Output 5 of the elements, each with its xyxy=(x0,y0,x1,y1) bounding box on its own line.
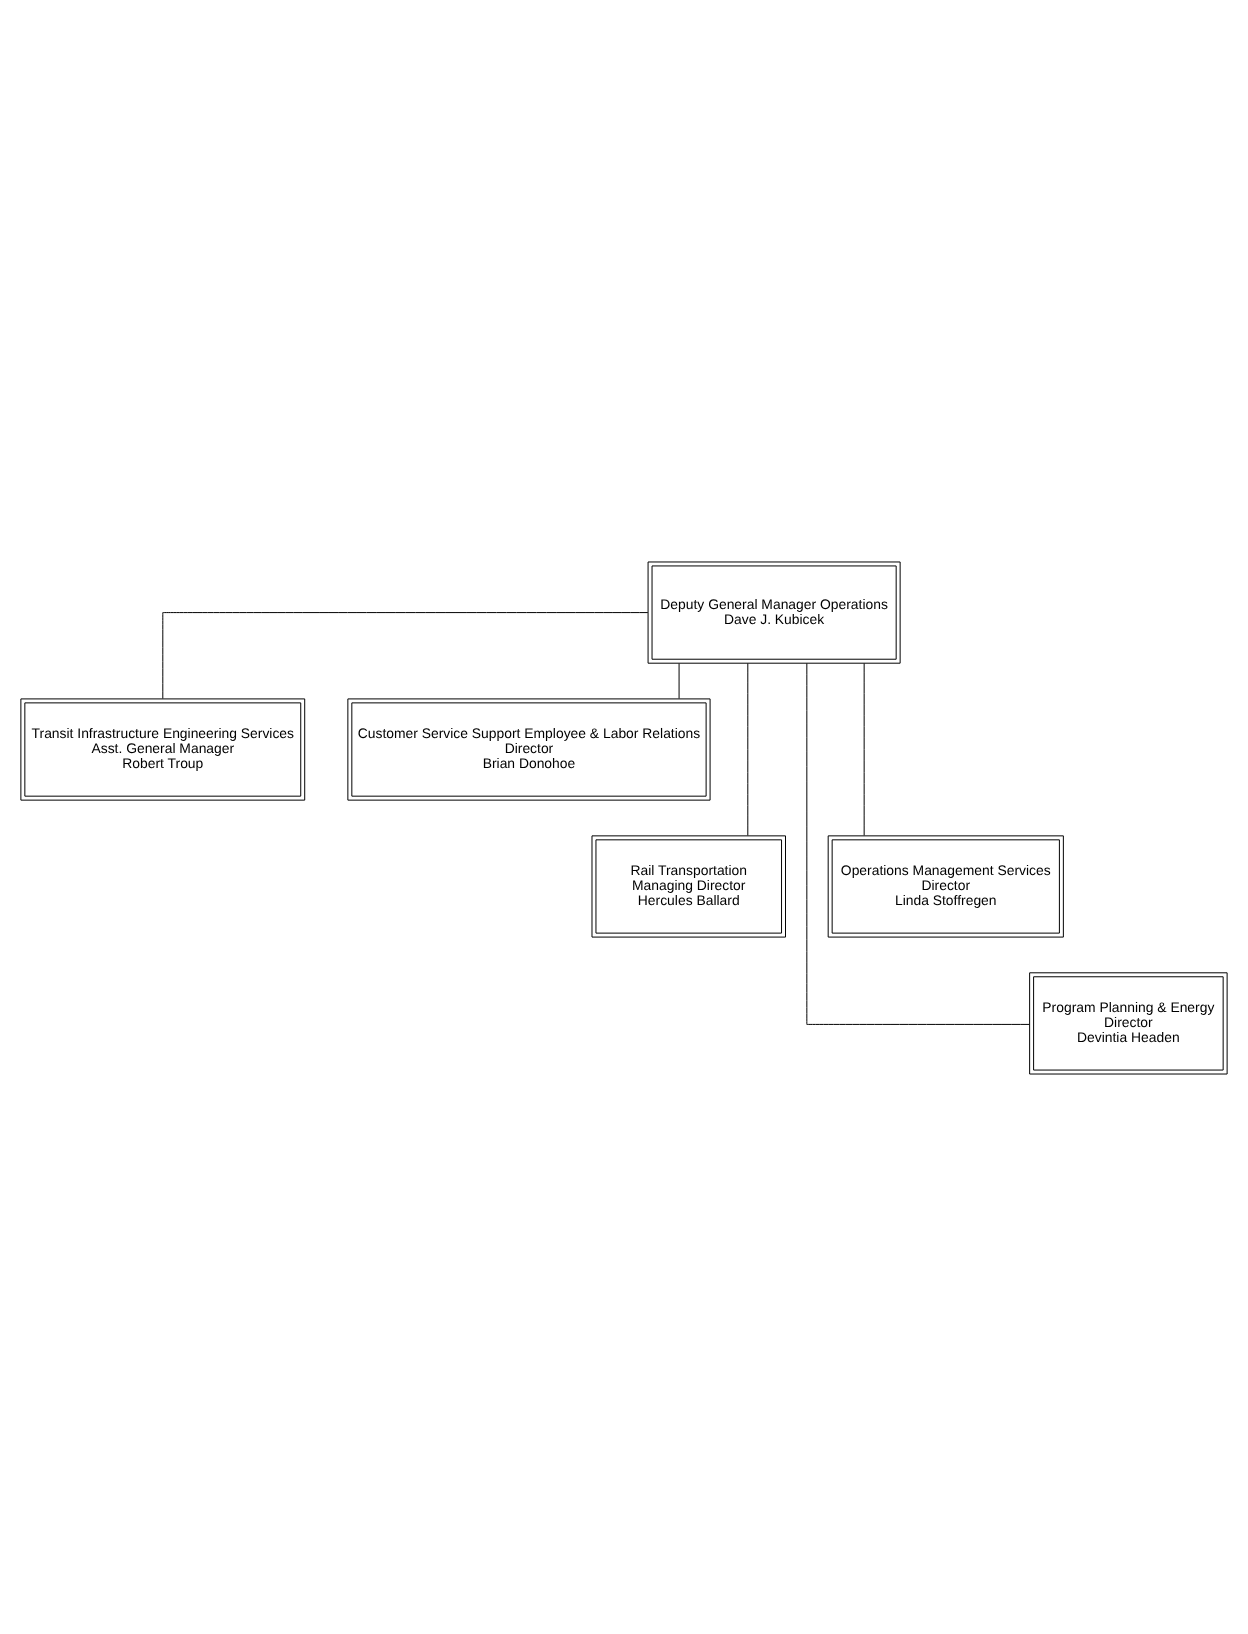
connector xyxy=(806,662,1030,1024)
connector xyxy=(747,661,749,835)
connector xyxy=(678,662,680,698)
connector xyxy=(863,661,865,835)
connector xyxy=(162,611,649,699)
